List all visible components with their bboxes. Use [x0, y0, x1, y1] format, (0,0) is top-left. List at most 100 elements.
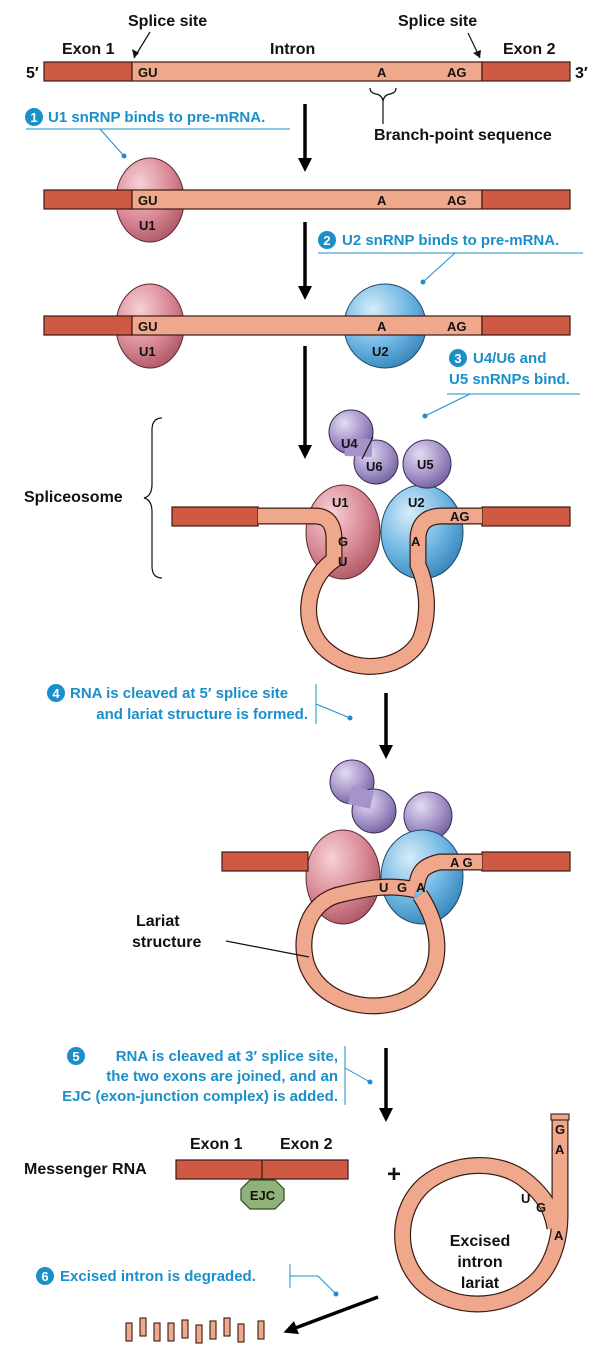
- step-1-callout: 1 U1 snRNP binds to pre-mRNA.: [25, 108, 290, 159]
- step-2-callout: 2 U2 snRNP binds to pre-mRNA.: [318, 231, 583, 285]
- step-5-text-line2: the two exons are joined, and an: [106, 1068, 338, 1085]
- step-4-text-line1: RNA is cleaved at 5′ splice site: [70, 685, 288, 702]
- step-5-callout: 5 RNA is cleaved at 3′ splice site, the …: [62, 1046, 372, 1105]
- mrna-exon1-label: Exon 1: [190, 1136, 243, 1153]
- mrna-exon1-segment: [176, 1160, 262, 1179]
- branch-a-nucleotide: A: [411, 534, 421, 549]
- exon2-segment: [482, 507, 570, 526]
- exon2-segment: [482, 62, 570, 81]
- step-3-leader: [425, 394, 470, 416]
- step-6-text: Excised intron is degraded.: [60, 1268, 256, 1285]
- spliceosome-brace: [144, 418, 162, 578]
- intron-segment: [132, 316, 482, 335]
- step-5-text-line1: RNA is cleaved at 3′ splice site,: [116, 1048, 338, 1065]
- lariat-label-line2: structure: [132, 934, 201, 951]
- step-2-leader-dot: [421, 280, 426, 285]
- u1-label: U1: [139, 344, 156, 359]
- u1-bound-row: GU A AG U1: [44, 158, 570, 242]
- u5-label: U5: [417, 457, 434, 472]
- splice-site-right-label: Splice site: [398, 13, 477, 30]
- u4-u6-snrnp: [329, 410, 398, 484]
- five-prime-label: 5′: [26, 65, 39, 82]
- lariat-tail-end: [551, 1114, 569, 1120]
- exon1-segment: [44, 316, 132, 335]
- step-3-leader-dot: [423, 414, 428, 419]
- exon2-label: Exon 2: [503, 41, 556, 58]
- u2-label: U2: [408, 495, 425, 510]
- step-3-text-line1: U4/U6 and: [473, 350, 546, 367]
- step-6-callout: 6 Excised intron is degraded.: [36, 1264, 339, 1297]
- tail-a-nucleotide: A: [555, 1142, 565, 1157]
- lariat-g-nucleotide: G: [536, 1200, 546, 1215]
- exon2-segment: [482, 190, 570, 209]
- step-3-number: 3: [454, 351, 461, 366]
- ag-nucleotides: AG: [450, 509, 470, 524]
- step-4-leader-dot: [348, 716, 353, 721]
- step-5-leader: [345, 1068, 370, 1082]
- step-2-text: U2 snRNP binds to pre-mRNA.: [342, 232, 559, 249]
- ag-nucleotides: AG: [447, 319, 467, 334]
- intron-segment: [132, 62, 482, 81]
- spliceosome-assembly: Spliceosome U4 U6 U5 G U A AG U1 U2: [24, 410, 570, 666]
- branch-a-nucleotide: A: [377, 193, 387, 208]
- step-6-number: 6: [41, 1269, 48, 1284]
- step-2-leader: [423, 253, 455, 282]
- intron-segment: [132, 190, 482, 209]
- step-5-number: 5: [72, 1049, 79, 1064]
- exon1-segment: [172, 507, 258, 526]
- mrna-exon2-label: Exon 2: [280, 1136, 333, 1153]
- spliceosome-label: Spliceosome: [24, 489, 123, 506]
- branch-a-nucleotide: A: [416, 880, 426, 895]
- step-4-leader: [316, 704, 350, 718]
- g-nucleotide: G: [338, 534, 348, 549]
- intron-label: Intron: [270, 41, 315, 58]
- exon1-label: Exon 1: [62, 41, 115, 58]
- degraded-intron-fragments: [126, 1318, 264, 1343]
- gu-nucleotides: GU: [138, 65, 158, 80]
- step-3-text-line2: U5 snRNPs bind.: [449, 371, 570, 388]
- process-arrow-6: [290, 1297, 378, 1330]
- splice-site-left-label: Splice site: [128, 13, 207, 30]
- lariat-u-nucleotide: U: [521, 1191, 530, 1206]
- u6-label: U6: [366, 459, 383, 474]
- step-5-text-line3: EJC (exon-junction complex) is added.: [62, 1088, 338, 1105]
- exon2-segment: [482, 852, 570, 871]
- step-1-leader: [100, 129, 124, 156]
- exon1-segment: [222, 852, 308, 871]
- messenger-rna-product: Exon 1 Exon 2 Messenger RNA EJC: [24, 1136, 348, 1209]
- u4-u6-snrnp: [330, 760, 396, 833]
- step-2-number: 2: [323, 233, 330, 248]
- step-4-number: 4: [52, 686, 60, 701]
- step-3-callout: 3 U4/U6 and U5 snRNPs bind.: [423, 349, 581, 419]
- step-1-text: U1 snRNP binds to pre-mRNA.: [48, 109, 265, 126]
- g-nucleotide: G: [397, 880, 407, 895]
- lariat-formation: U G A A G Lariat structure: [132, 760, 570, 1006]
- u2-label: U2: [372, 344, 389, 359]
- excised-label-line1: Excised: [450, 1233, 510, 1250]
- three-prime-label: 3′: [575, 65, 588, 82]
- exon1-segment: [44, 62, 132, 81]
- ag-nucleotides: AG: [447, 65, 467, 80]
- step-1-leader-dot: [122, 154, 127, 159]
- lariat-label-line1: Lariat: [136, 913, 180, 930]
- ag-nucleotides: AG: [447, 193, 467, 208]
- u1-label: U1: [139, 218, 156, 233]
- u-nucleotide: U: [379, 880, 388, 895]
- mrna-exon2-segment: [262, 1160, 348, 1179]
- branch-a-nucleotide: A: [377, 319, 387, 334]
- step-4-callout: 4 RNA is cleaved at 5′ splice site and l…: [47, 684, 353, 724]
- branch-point-brace: [370, 88, 396, 101]
- u4-label: U4: [341, 436, 358, 451]
- excised-label-line2: intron: [457, 1254, 502, 1271]
- step-5-leader-dot: [368, 1080, 373, 1085]
- messenger-rna-label: Messenger RNA: [24, 1161, 147, 1178]
- step-4-text-line2: and lariat structure is formed.: [96, 706, 308, 723]
- gu-nucleotides: GU: [138, 319, 158, 334]
- plus-sign: +: [387, 1161, 401, 1188]
- gu-nucleotides: GU: [138, 193, 158, 208]
- branch-a-nucleotide: A: [377, 65, 387, 80]
- excised-intron-lariat: G A U G A Excised intron lariat: [403, 1114, 570, 1304]
- branch-point-label: Branch-point sequence: [374, 127, 552, 144]
- ag-nucleotides: A G: [450, 855, 473, 870]
